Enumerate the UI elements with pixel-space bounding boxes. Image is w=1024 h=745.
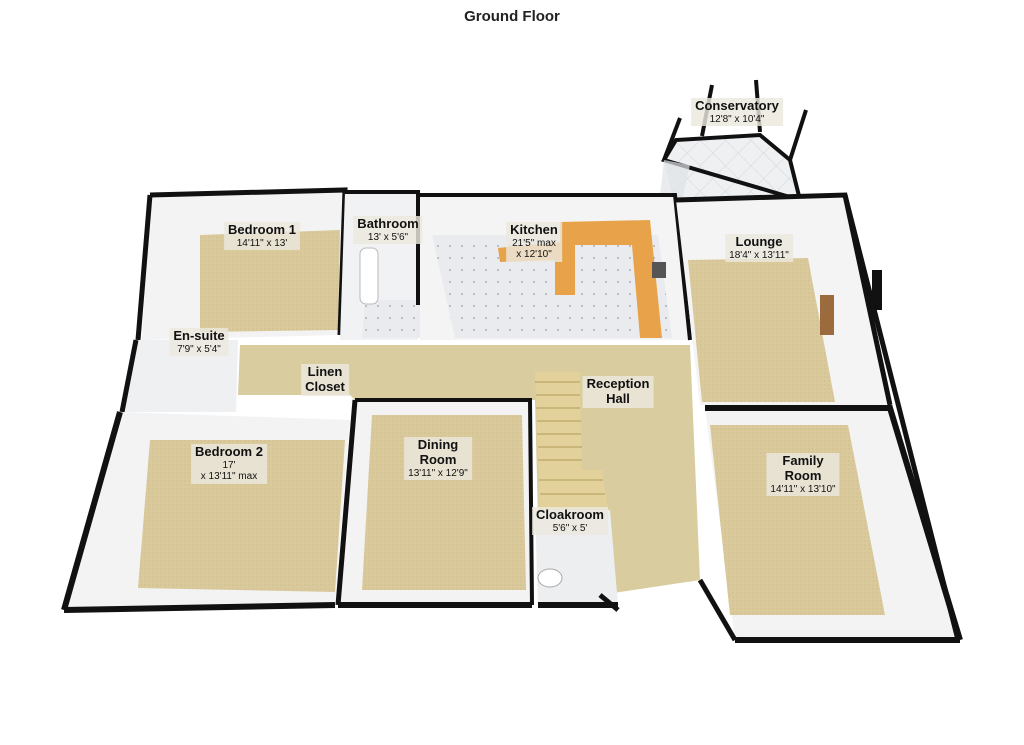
room-label-family-room: Family Room 14'11" x 13'10" — [766, 453, 840, 497]
room-dims: 7'9" x 5'4" — [177, 343, 221, 355]
room-dims: 14'11" x 13' — [236, 237, 288, 249]
room-dims-2: x 12'10" — [516, 249, 552, 261]
room-dims: 14'11" x 13'10" — [770, 483, 836, 495]
room-dims: 17' — [222, 459, 236, 471]
bedroom-2-area — [61, 411, 350, 613]
room-label-reception-hall: Reception Hall — [582, 376, 654, 408]
room-dims: 13' x 5'6" — [367, 231, 409, 243]
room-dims: 5'6" x 5' — [552, 522, 588, 534]
room-label-lounge: Lounge 18'4" x 13'11" — [725, 234, 793, 263]
room-name: Linen — [307, 364, 343, 379]
room-label-kitchen: Kitchen 21'5" max x 12'10" — [506, 222, 562, 262]
room-label-linen-closet: Linen Closet — [301, 364, 349, 396]
room-name: Dining — [417, 437, 459, 452]
kitchen-area — [420, 193, 692, 341]
room-name-2: Room — [784, 467, 822, 483]
lounge-area — [675, 192, 893, 406]
room-name: Reception — [586, 376, 650, 391]
room-dims: 21'5" max — [512, 237, 556, 249]
exterior-walls — [598, 194, 961, 642]
room-dims: 13'11" x 12'9" — [408, 467, 468, 479]
room-name: Bathroom — [357, 216, 419, 231]
room-dims: 12'8" x 10'4" — [709, 113, 765, 125]
page-title: Ground Floor — [464, 8, 560, 25]
room-name-2: Room — [419, 451, 457, 467]
room-name: Family — [782, 453, 824, 468]
room-name: Bedroom 2 — [195, 444, 263, 459]
bedroom-1-area — [135, 187, 348, 341]
room-label-cloakroom: Cloakroom 5'6" x 5' — [532, 507, 608, 536]
room-name: Lounge — [735, 234, 783, 249]
room-label-conservatory: Conservatory 12'8" x 10'4" — [691, 98, 783, 127]
room-label-bedroom-1: Bedroom 1 14'11" x 13' — [224, 222, 300, 251]
room-name: Cloakroom — [536, 507, 604, 522]
room-dims-2: x 13'11" max — [200, 471, 258, 483]
room-label-bedroom-2: Bedroom 2 17' x 13'11" max — [191, 444, 267, 484]
room-name: En-suite — [173, 328, 225, 343]
ensuite-area — [119, 339, 238, 413]
room-name: Conservatory — [695, 98, 779, 113]
room-name-2: Closet — [305, 378, 345, 394]
room-label-dining-room: Dining Room 13'11" x 12'9" — [404, 437, 472, 481]
family-room-area — [705, 405, 963, 643]
room-name: Kitchen — [510, 222, 558, 237]
room-dims: 18'4" x 13'11" — [729, 249, 789, 261]
room-label-bathroom: Bathroom 13' x 5'6" — [353, 216, 423, 245]
room-name-2: Hall — [606, 390, 630, 406]
room-name: Bedroom 1 — [228, 222, 296, 237]
room-label-ensuite: En-suite 7'9" x 5'4" — [169, 328, 229, 357]
dining-room-area — [335, 398, 534, 608]
